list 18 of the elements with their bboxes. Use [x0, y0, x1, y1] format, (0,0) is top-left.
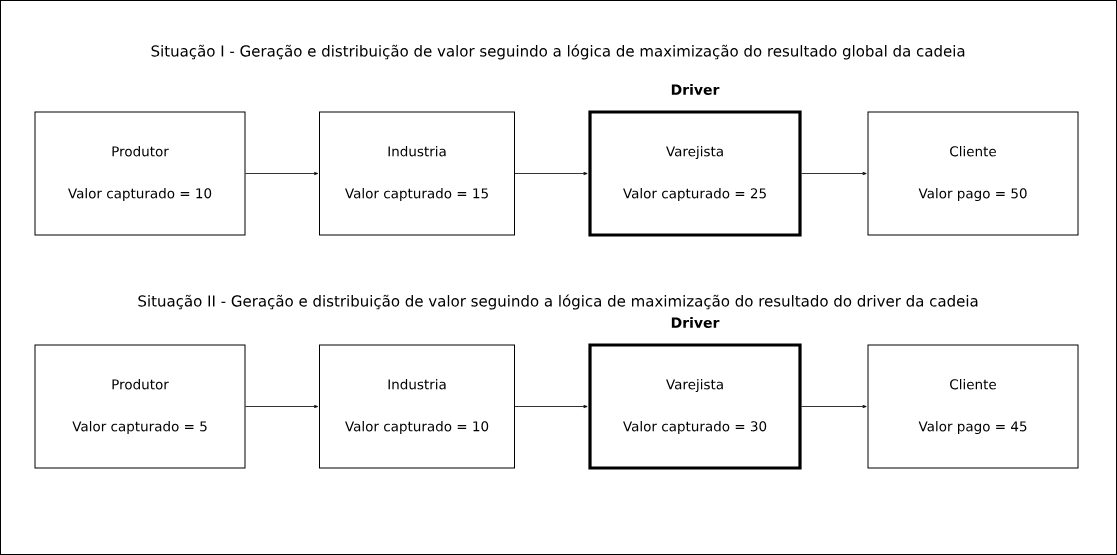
arrow [514, 172, 588, 176]
process-box: Industria Valor capturado = 15 [319, 111, 515, 236]
process-box: Industria Valor capturado = 10 [319, 344, 515, 469]
section-heading: Situação I - Geração e distribuição de valor seguindo a lógica de maximização do resultado global da cadeia [151, 44, 965, 60]
arrow [514, 405, 588, 409]
arrow [801, 405, 867, 409]
process-box: Produtor Valor capturado = 10 [34, 111, 246, 236]
process-box: Cliente Valor pago = 50 [867, 111, 1079, 236]
arrow [245, 172, 319, 176]
section-heading: Situação II - Geração e distribuição de valor seguindo a lógica de maximização do resultado do driver da cadeia [138, 294, 978, 310]
process-box: Produtor Valor capturado = 5 [34, 344, 246, 469]
process-box: Varejista Valor capturado = 25 [588, 110, 802, 237]
process-box: Cliente Valor pago = 45 [867, 344, 1079, 469]
driver-label: Driver [671, 317, 720, 328]
arrow [245, 405, 319, 409]
process-box: Varejista Valor capturado = 30 [588, 343, 802, 470]
arrow [801, 172, 867, 176]
driver-label: Driver [671, 84, 720, 95]
